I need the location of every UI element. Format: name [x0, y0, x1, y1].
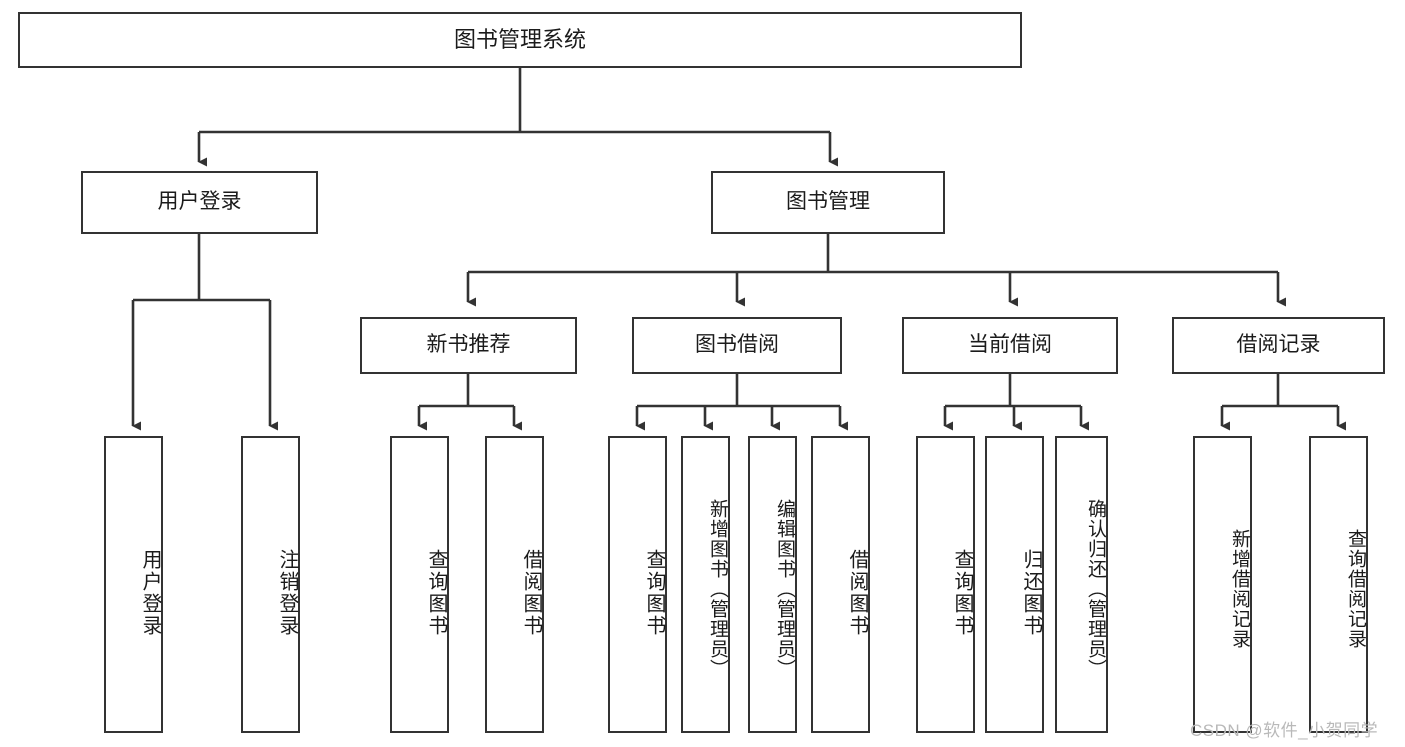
node-label: 用户登录 — [157, 190, 242, 214]
node-user-login[interactable]: 用户登录 — [81, 171, 318, 234]
watermark-text: CSDN @软件_小贺同学 — [1190, 721, 1379, 740]
leaf-borrow-add-book-admin[interactable]: 新增图书（管理员） — [681, 436, 730, 733]
csdn-watermark: CSDN @软件_小贺同学 — [1190, 716, 1378, 741]
node-label: 借阅图书 — [846, 548, 868, 637]
leaf-newbook-borrow-book[interactable]: 借阅图书 — [485, 436, 544, 733]
leaf-user-logout[interactable]: 注销登录 — [241, 436, 300, 733]
node-label: 查询图书 — [951, 548, 973, 637]
node-label: 当前借阅 — [968, 333, 1052, 357]
node-new-book-recommend[interactable]: 新书推荐 — [360, 317, 577, 374]
node-book-borrow[interactable]: 图书借阅 — [632, 317, 842, 374]
node-label: 图书管理 — [786, 190, 870, 214]
node-label: 查询借阅记录 — [1345, 528, 1366, 649]
node-borrow-record[interactable]: 借阅记录 — [1172, 317, 1385, 374]
node-label: 归还图书 — [1020, 548, 1042, 637]
leaf-current-query-book[interactable]: 查询图书 — [916, 436, 975, 733]
node-label: 借阅记录 — [1236, 333, 1321, 357]
leaf-record-query-record[interactable]: 查询借阅记录 — [1309, 436, 1368, 733]
node-label: 查询图书 — [643, 548, 665, 637]
leaf-record-add-record[interactable]: 新增借阅记录 — [1193, 436, 1252, 733]
node-label: 图书借阅 — [695, 333, 779, 357]
leaf-borrow-borrow-book[interactable]: 借阅图书 — [811, 436, 870, 733]
node-current-borrow[interactable]: 当前借阅 — [902, 317, 1118, 374]
leaf-borrow-query-book[interactable]: 查询图书 — [608, 436, 667, 733]
node-label: 查询图书 — [425, 548, 447, 637]
node-label: 借阅图书 — [520, 548, 542, 637]
leaf-borrow-edit-book-admin[interactable]: 编辑图书（管理员） — [748, 436, 797, 733]
node-label: 编辑图书（管理员） — [774, 498, 795, 679]
node-label: 确认归还（管理员） — [1085, 498, 1106, 679]
leaf-newbook-query-book[interactable]: 查询图书 — [390, 436, 449, 733]
node-label: 注销登录 — [276, 548, 298, 637]
node-label: 用户登录 — [139, 548, 161, 637]
node-label: 新增图书（管理员） — [707, 498, 728, 679]
leaf-current-confirm-return-admin[interactable]: 确认归还（管理员） — [1055, 436, 1108, 733]
node-book-management[interactable]: 图书管理 — [711, 171, 945, 234]
leaf-user-login[interactable]: 用户登录 — [104, 436, 163, 733]
node-label: 新书推荐 — [426, 333, 511, 357]
leaf-current-return-book[interactable]: 归还图书 — [985, 436, 1044, 733]
node-label: 新增借阅记录 — [1229, 528, 1250, 649]
node-label: 图书管理系统 — [453, 27, 586, 53]
node-root-system[interactable]: 图书管理系统 — [18, 12, 1022, 68]
